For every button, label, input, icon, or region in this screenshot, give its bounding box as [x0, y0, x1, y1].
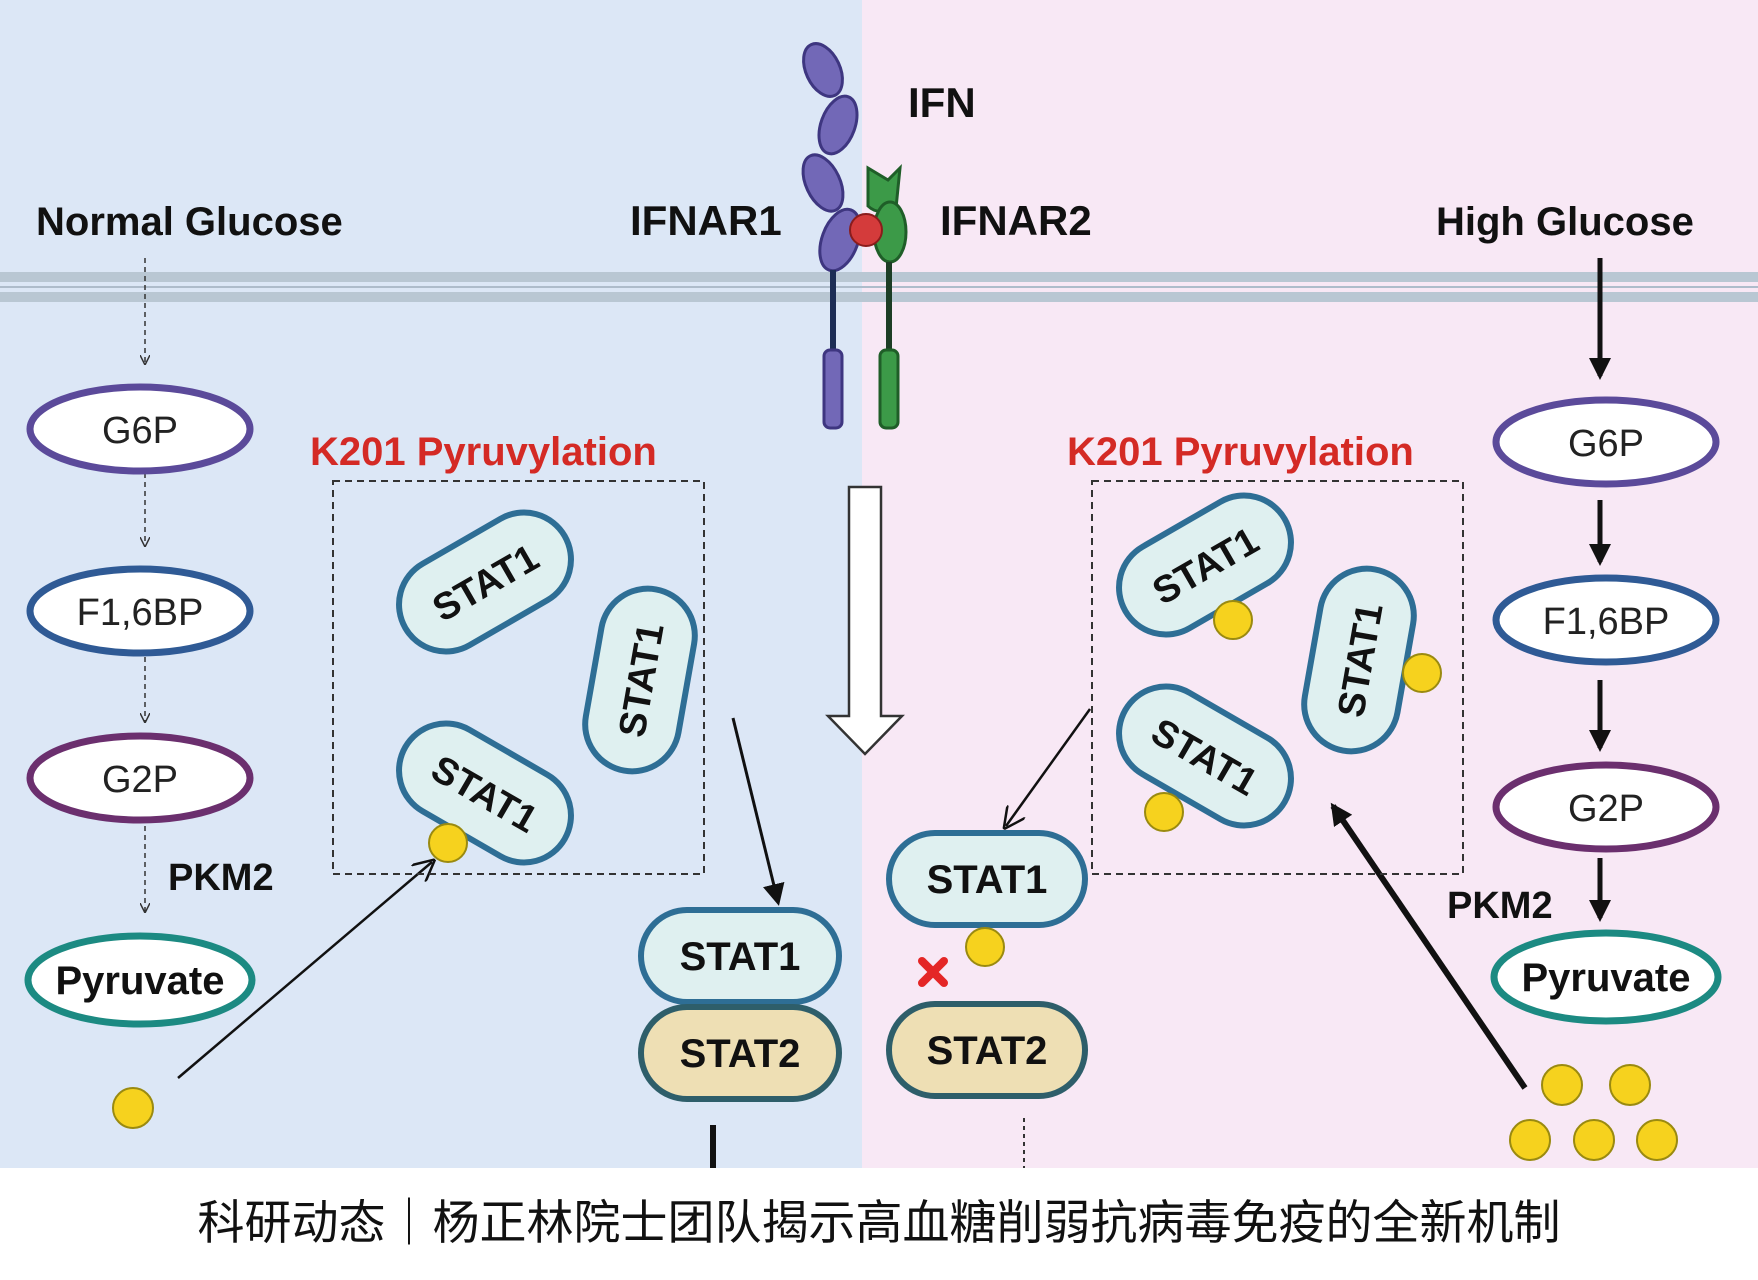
right-boxed-stat1-a: STAT1 — [1116, 492, 1294, 638]
svg-text:Pyruvate: Pyruvate — [56, 959, 225, 1003]
svg-text:STAT1: STAT1 — [680, 935, 801, 979]
left-dimer-stat1: STAT1 — [638, 907, 842, 1005]
ifnar2-label: IFNAR2 — [940, 197, 1092, 244]
right-stat2: STAT2 — [886, 1001, 1088, 1099]
ifnar2-receptor — [866, 163, 908, 430]
left-dimerization-arrow — [731, 717, 785, 906]
svg-text:Pyruvate: Pyruvate — [1522, 956, 1691, 1000]
right-stat1: STAT1 — [886, 830, 1088, 928]
ifnar1-receptor — [801, 42, 862, 430]
right-k201-title: K201 Pyruvylation — [1067, 430, 1414, 474]
right-k201-box — [1091, 480, 1464, 875]
ifn-label: IFN — [908, 79, 976, 126]
signal-down-arrow — [825, 485, 905, 756]
right-blocked-x-icon — [918, 957, 948, 987]
left-pkm2-label: PKM2 — [168, 857, 274, 899]
ifnar1-label: IFNAR1 — [630, 197, 782, 244]
right-g2p: G2P — [1492, 761, 1720, 853]
svg-text:G2P: G2P — [102, 759, 178, 801]
left-pyruvate: Pyruvate — [24, 932, 256, 1028]
left-pyruvyl-group — [112, 1087, 154, 1129]
svg-text:G6P: G6P — [1568, 423, 1644, 465]
right-f16bp: F1,6BP — [1492, 574, 1720, 666]
left-pyruvylation-arrow — [177, 862, 432, 1079]
high-glucose-label: High Glucose — [1436, 200, 1694, 244]
cell-membrane — [0, 272, 1758, 302]
svg-text:F1,6BP: F1,6BP — [1543, 601, 1670, 643]
right-release-arrow — [1006, 708, 1092, 826]
svg-text:G6P: G6P — [102, 410, 178, 452]
normal-glucose-label: Normal Glucose — [36, 200, 343, 244]
right-stat1-pyruvyl — [965, 927, 1005, 967]
right-pyruvyl-c — [1144, 792, 1184, 832]
right-g6p: G6P — [1492, 396, 1720, 488]
caption-text: 科研动态｜杨正林院士团队揭示高血糖削弱抗病毒免疫的全新机制 — [197, 1196, 1561, 1251]
right-pyruvyl-cluster — [1509, 1064, 1678, 1161]
svg-text:STAT2: STAT2 — [927, 1029, 1048, 1073]
right-pkm2-label: PKM2 — [1447, 885, 1553, 927]
left-k201-title: K201 Pyruvylation — [310, 430, 657, 474]
left-boxed-pyruvyl — [428, 823, 468, 863]
ifn-ligand — [849, 213, 883, 247]
left-boxed-stat1-a: STAT1 — [396, 509, 574, 655]
caption-band — [0, 1168, 1758, 1280]
left-dimer-stat2: STAT2 — [638, 1004, 842, 1102]
right-pyruvylation-arrow — [1330, 802, 1528, 1090]
svg-text:F1,6BP: F1,6BP — [77, 592, 204, 634]
left-boxed-stat1-b: STAT1 — [582, 585, 698, 775]
svg-text:G2P: G2P — [1568, 788, 1644, 830]
right-boxed-stat1-c: STAT1 — [1116, 683, 1294, 829]
left-g2p: G2P — [26, 732, 254, 824]
left-g6p: G6P — [26, 383, 254, 475]
left-k201-box — [332, 480, 705, 875]
right-pyruvyl-b — [1402, 653, 1442, 693]
svg-text:STAT1: STAT1 — [927, 858, 1048, 902]
right-pyruvate: Pyruvate — [1490, 929, 1722, 1025]
svg-text:STAT2: STAT2 — [680, 1032, 801, 1076]
left-f16bp: F1,6BP — [26, 565, 254, 657]
right-pyruvyl-a — [1213, 600, 1253, 640]
